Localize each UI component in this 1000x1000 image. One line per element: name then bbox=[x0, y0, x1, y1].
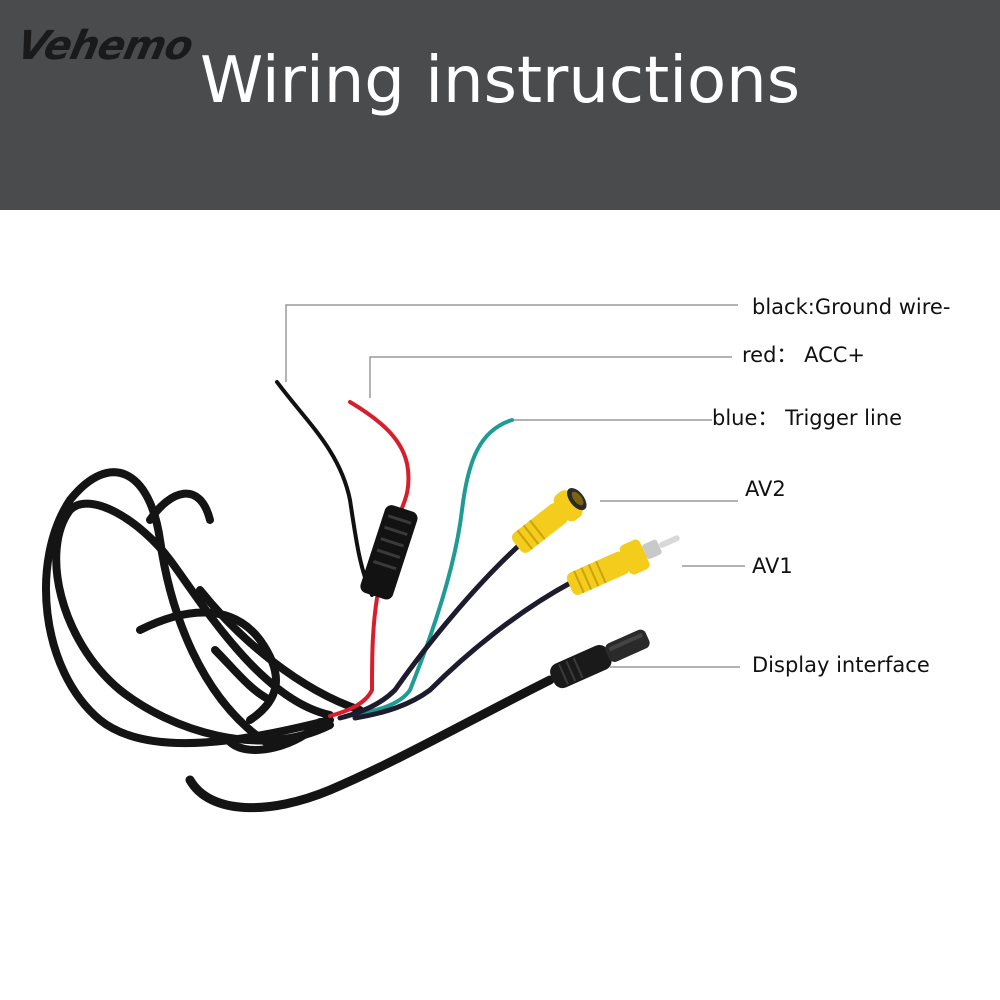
av1-connector bbox=[566, 535, 680, 595]
av2-cable bbox=[337, 537, 528, 721]
label-av2: AV2 bbox=[745, 477, 786, 501]
red-wire bbox=[348, 400, 411, 510]
wiring-diagram bbox=[42, 304, 745, 813]
av2-connector bbox=[511, 487, 587, 553]
label-black-ground: black:Ground wire- bbox=[752, 295, 951, 319]
blue-wire bbox=[343, 418, 514, 718]
label-blue-trigger: blue： Trigger line bbox=[712, 406, 903, 430]
page-title: Wiring instructions bbox=[199, 44, 801, 118]
fuse-holder bbox=[360, 505, 418, 600]
display-connector bbox=[550, 629, 650, 689]
red-wire-lower bbox=[328, 596, 379, 718]
cable-coil bbox=[42, 468, 364, 754]
leader-black bbox=[285, 304, 738, 382]
leader-red bbox=[369, 356, 732, 398]
display-cable bbox=[185, 675, 555, 813]
av1-cable bbox=[352, 579, 575, 721]
leader-lines bbox=[285, 304, 745, 668]
label-av1: AV1 bbox=[752, 554, 793, 578]
black-wire bbox=[275, 380, 374, 597]
label-display-interface: Display interface bbox=[752, 653, 930, 677]
label-red-acc: red： ACC+ bbox=[742, 343, 866, 367]
header-banner: Vehemo Wiring instructions bbox=[0, 0, 1000, 210]
